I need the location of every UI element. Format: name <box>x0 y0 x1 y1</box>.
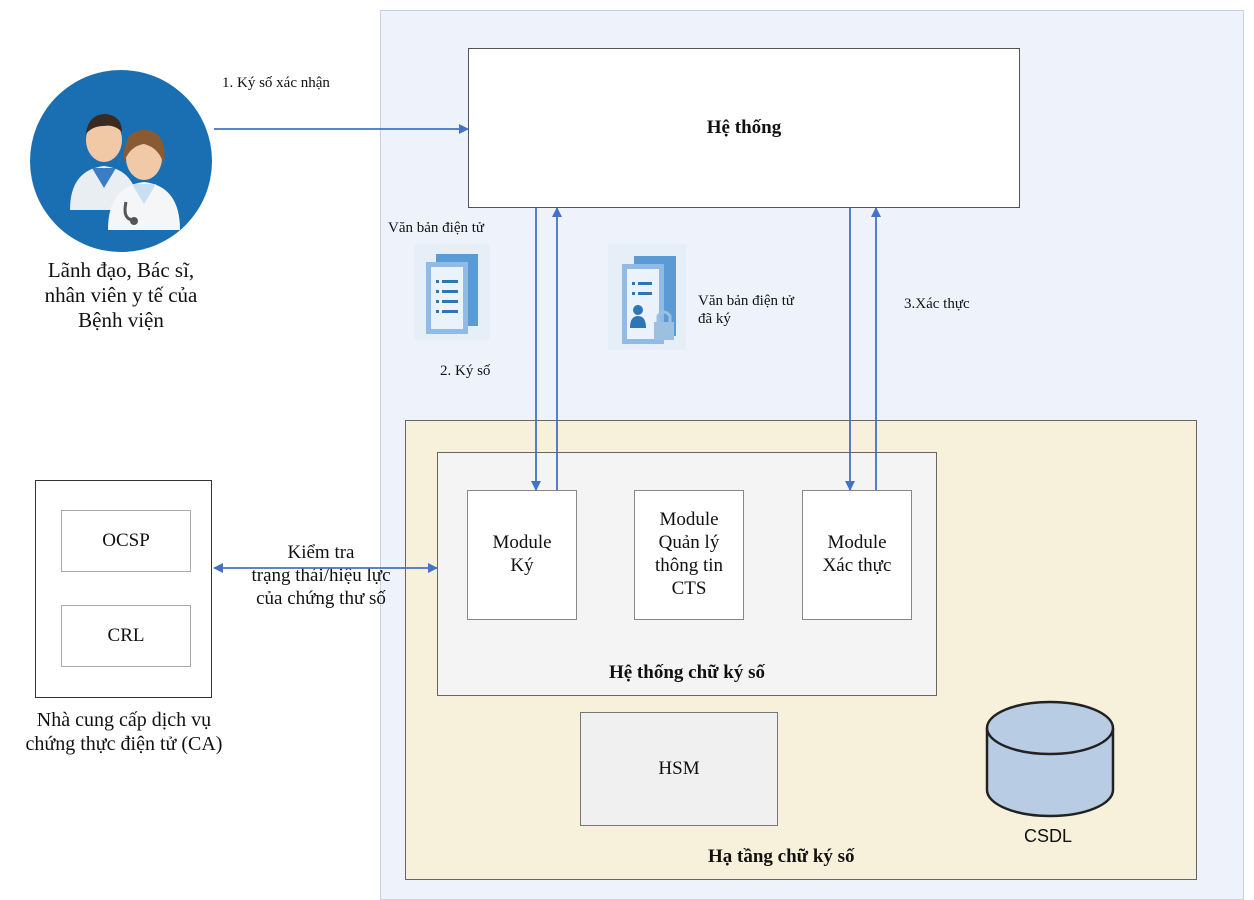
signed-doc-icon <box>608 244 686 350</box>
step2-label: 2. Ký số <box>440 363 491 379</box>
actor-label: Lãnh đạo, Bác sĩ, nhân viên y tế của Bện… <box>44 258 198 333</box>
step1-label: 1. Ký số xác nhận <box>222 75 330 91</box>
actor-avatar <box>30 70 212 252</box>
ca-provider-caption: Nhà cung cấp dịch vụ chứng thực điện tử … <box>25 709 223 755</box>
module-sign-label: Module Ký <box>492 532 552 576</box>
system-box[interactable]: Hệ thống <box>468 48 1020 208</box>
ocsp-box[interactable]: OCSP <box>61 510 191 572</box>
electronic-doc-label: Văn bản điện tử <box>388 220 485 236</box>
module-cert-management[interactable]: Module Quản lý thông tin CTS <box>634 490 744 620</box>
database-icon[interactable] <box>984 698 1116 820</box>
module-sign[interactable]: Module Ký <box>467 490 577 620</box>
crl-label: CRL <box>107 625 145 646</box>
module-authentication[interactable]: Module Xác thực <box>802 490 912 620</box>
hsm-label: HSM <box>658 758 700 779</box>
signature-system-title: Hệ thống chữ ký số <box>608 662 766 683</box>
signed-doc-label: Văn bản điện tử đã ký <box>698 293 795 327</box>
doctors-icon <box>70 114 180 230</box>
electronic-doc-icon <box>414 244 490 340</box>
ocsp-label: OCSP <box>102 530 150 551</box>
module-authentication-label: Module Xác thực <box>822 532 892 576</box>
system-title: Hệ thống <box>706 117 782 138</box>
step3-label: 3.Xác thực <box>904 296 970 312</box>
hsm-box[interactable]: HSM <box>580 712 778 826</box>
database-label: CSDL <box>1024 826 1073 846</box>
module-cert-management-label: Module Quản lý thông tin CTS <box>654 509 724 599</box>
infrastructure-title: Hạ tầng chữ ký số <box>708 846 855 867</box>
crl-box[interactable]: CRL <box>61 605 191 667</box>
